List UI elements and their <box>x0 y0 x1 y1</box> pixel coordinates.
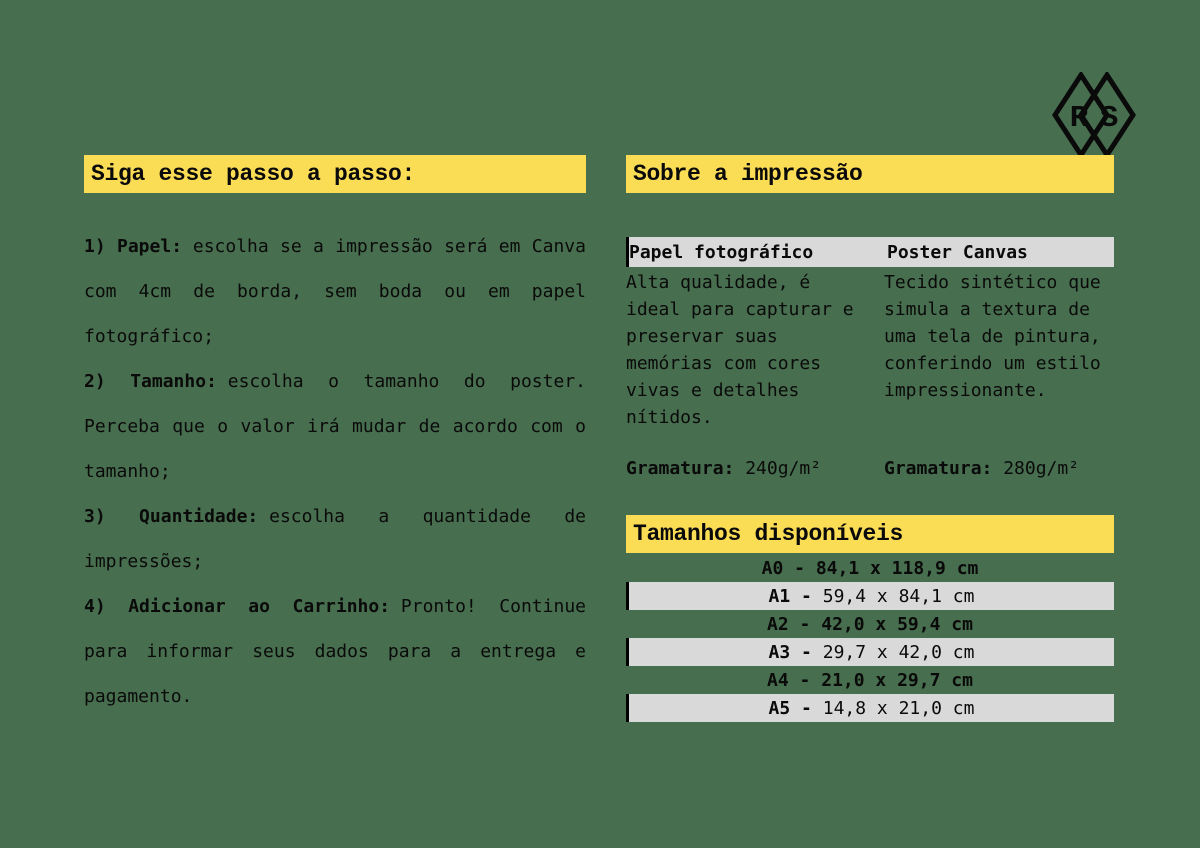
logo-letter-r: R <box>1070 101 1089 136</box>
steps-list: 1) Papel:escolha se a impressão será em … <box>84 224 586 719</box>
grammage-value: 240g/m² <box>745 458 822 479</box>
paper-photo-description: Alta qualidade, é ideal para capturar e … <box>626 272 854 428</box>
grammage-label: Gramatura: <box>626 458 735 479</box>
logo-letter-s: S <box>1100 101 1119 136</box>
step-text: escolha o tamanho do poster. Perceba que… <box>84 371 586 482</box>
size-row-a4: A4 - 21,0 x 29,7 cm <box>626 666 1114 694</box>
grammage-label: Gramatura: <box>884 458 993 479</box>
sizes-section-title: Tamanhos disponíveis <box>626 515 1114 553</box>
size-row-a0: A0 - 84,1 x 118,9 cm <box>626 554 1114 582</box>
size-row-a3: A3 - 29,7 x 42,0 cm <box>626 638 1114 666</box>
step-text: escolha a quantidade de impressões; <box>84 506 587 572</box>
grammage-photo: Gramatura: 240g/m² <box>626 455 856 482</box>
step-text: Pronto! Continue para informar seus dado… <box>84 596 586 707</box>
step-label: 1) Papel: <box>84 236 183 257</box>
double-diamond-icon: R S <box>1052 70 1136 160</box>
paper-comparison-body: Alta qualidade, é ideal para capturar e … <box>626 269 1114 431</box>
step-item: 2) Tamanho:escolha o tamanho do poster. … <box>84 359 586 494</box>
step-text: escolha se a impressão será em Canva com… <box>84 236 586 347</box>
rs-diamond-logo: R S <box>1052 70 1136 160</box>
paper-type-canvas-header: Poster Canvas <box>887 241 1028 263</box>
size-label: A1 - <box>768 585 812 607</box>
steps-section-title: Siga esse passo a passo: <box>84 155 586 193</box>
about-section-title: Sobre a impressão <box>626 155 1114 193</box>
size-row-a5: A5 - 14,8 x 21,0 cm <box>626 694 1114 722</box>
step-label: 3) Quantidade: <box>84 506 259 527</box>
size-dims: 14,8 x 21,0 cm <box>822 697 975 719</box>
step-item: 1) Papel:escolha se a impressão será em … <box>84 224 586 359</box>
size-row-a1: A1 - 59,4 x 84,1 cm <box>626 582 1114 610</box>
paper-comparison-header: Papel fotográfico Poster Canvas <box>626 237 1114 267</box>
size-label: A5 - <box>768 697 812 719</box>
step-label: 4) Adicionar ao Carrinho: <box>84 596 391 617</box>
grammage-value: 280g/m² <box>1003 458 1080 479</box>
paper-canvas-description: Tecido sintético que simula a textura de… <box>884 272 1101 401</box>
size-label: A2 - <box>767 613 811 635</box>
grammage-row: Gramatura: 240g/m² Gramatura: 280g/m² <box>626 455 1114 482</box>
about-section: Sobre a impressão Papel fotográfico Post… <box>626 155 1114 722</box>
size-dims: 21,0 x 29,7 cm <box>821 669 973 691</box>
grammage-canvas: Gramatura: 280g/m² <box>884 455 1114 482</box>
step-label: 2) Tamanho: <box>84 371 217 392</box>
size-label: A3 - <box>768 641 812 663</box>
step-item: 4) Adicionar ao Carrinho:Pronto! Continu… <box>84 584 586 719</box>
size-dims: 59,4 x 84,1 cm <box>822 585 975 607</box>
paper-type-photo-header: Papel fotográfico <box>629 241 814 263</box>
size-dims: 29,7 x 42,0 cm <box>822 641 975 663</box>
size-dims: 42,0 x 59,4 cm <box>821 613 973 635</box>
step-item: 3) Quantidade:escolha a quantidade de im… <box>84 494 586 584</box>
size-label: A4 - <box>767 669 811 691</box>
size-table: A0 - 84,1 x 118,9 cm A1 - 59,4 x 84,1 cm A… <box>626 554 1114 722</box>
size-row-a2: A2 - 42,0 x 59,4 cm <box>626 610 1114 638</box>
size-label: A0 - <box>761 557 805 579</box>
size-dims: 84,1 x 118,9 cm <box>815 557 979 579</box>
steps-section: Siga esse passo a passo: 1) Papel:escolh… <box>84 155 586 719</box>
